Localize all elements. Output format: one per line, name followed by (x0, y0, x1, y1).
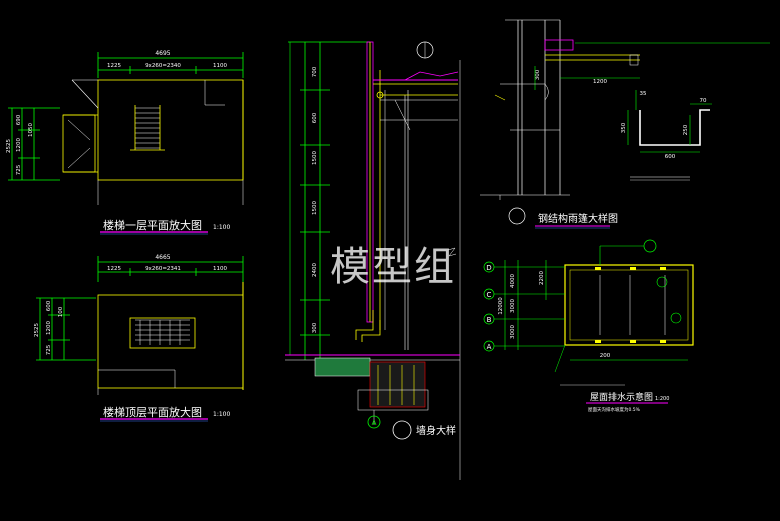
stair-top-floor-plan: 4665 1225 9x260=2341 1100 2525 600 (34, 254, 244, 422)
seg-dim-3: 1100 (213, 63, 227, 69)
v-dim-3: 1200 (16, 138, 22, 152)
gutter-dim-4: 250 (683, 124, 689, 135)
level-4: 1500 (312, 201, 318, 215)
stair-first-floor-plan: 4695 1225 9x260=2340 1100 (6, 50, 244, 235)
overall-dim-top: 4665 (155, 254, 170, 261)
gutter-dim-5: 70 (700, 98, 707, 104)
overall-dim: 4695 (155, 50, 170, 57)
level-2: 600 (312, 112, 318, 123)
roof-dim-1: 4000 (510, 274, 516, 288)
roof-drainage-plan: D C B A 4000 2200 12000 3000 3000 200 屋面… (483, 239, 694, 413)
level-6: 300 (312, 322, 318, 333)
gutter-title: 钢结构雨篷大样图 (538, 212, 618, 225)
roof-dim-6: 200 (600, 353, 611, 359)
gutter-detail: 300 1200 350 250 70 600 35 钢结构雨篷大样图 (480, 19, 770, 229)
roof-dim-2: 2200 (539, 271, 545, 285)
level-5: 2400 (312, 263, 318, 277)
wall-detail-title: 墙身大样 (416, 424, 456, 437)
stair-top-title: 楼梯顶层平面放大图 (103, 405, 202, 419)
roof-dim-3: 12000 (498, 297, 504, 315)
roof-title: 屋面排水示意图 (590, 391, 653, 403)
gutter-dim-2: 1200 (593, 79, 607, 85)
v-top-4: 725 (46, 344, 52, 355)
v-dim-1: 690 (16, 114, 22, 125)
seg-dim-1: 1225 (107, 63, 121, 69)
v-top-1: 600 (46, 300, 52, 311)
stair-top-scale: 1:100 (213, 411, 230, 418)
level-1: 700 (312, 66, 318, 77)
roof-scale: 1:200 (655, 396, 669, 402)
v-dim-4: 725 (16, 164, 22, 175)
seg-top-1: 1225 (107, 266, 121, 272)
v-dim-2: 1050 (28, 123, 34, 137)
stair-first-title: 楼梯一层平面放大图 (103, 218, 202, 232)
roof-dim-4: 3000 (510, 299, 516, 313)
gutter-dim-6: 600 (665, 154, 676, 160)
gutter-dim-7: 35 (640, 91, 647, 97)
axis-c: C (487, 291, 492, 299)
gutter-dim-3: 350 (621, 122, 627, 133)
level-3: 1500 (312, 151, 318, 165)
v-top-total: 2525 (34, 323, 40, 337)
seg-dim-2: 9x260=2340 (145, 63, 181, 69)
seg-top-2: 9x260=2341 (145, 266, 181, 272)
section-marker-icon (367, 415, 381, 429)
seg-top-3: 1100 (213, 266, 227, 272)
roof-note: 屋面天沟排水坡度为0.5% (588, 406, 641, 413)
v-top-3: 1200 (46, 321, 52, 335)
stair-first-scale: 1:100 (213, 224, 230, 231)
axis-a: A (487, 343, 492, 351)
detail-callout-icon (392, 420, 412, 440)
axis-label: A (372, 419, 377, 427)
gutter-dim-1: 300 (535, 69, 541, 80)
v-dim-total: 2525 (6, 139, 12, 153)
watermark-text: 模型组 (330, 244, 456, 290)
roof-dim-5: 3000 (510, 325, 516, 339)
wall-section-detail: 700 600 1500 1500 2400 300 (285, 41, 461, 480)
v-top-2: 100 (58, 306, 64, 317)
axis-d: D (486, 264, 491, 272)
axis-b: B (487, 316, 492, 324)
